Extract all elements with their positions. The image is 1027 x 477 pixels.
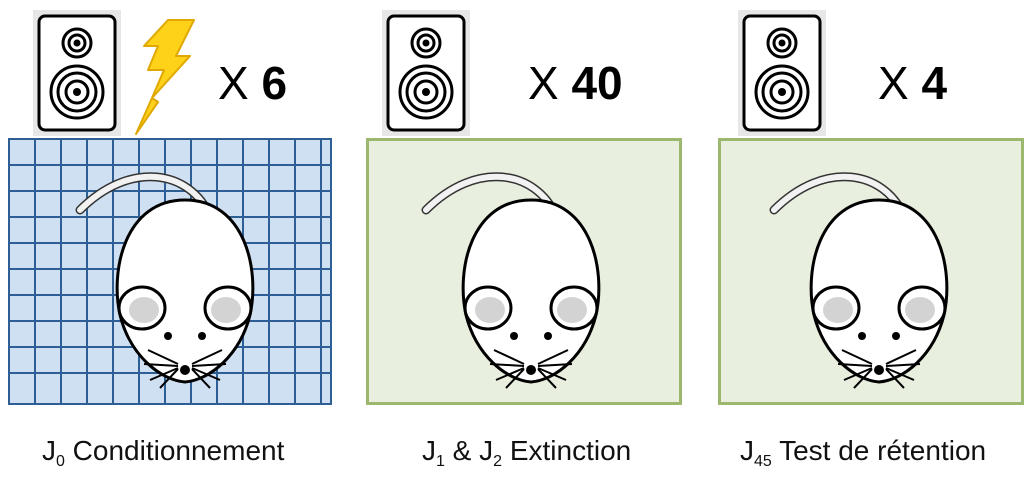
caption-day45: J45 Test de rétention — [740, 435, 986, 471]
repetition-count: X 6 — [218, 56, 287, 110]
speaker-icon — [382, 10, 470, 136]
panel-extinction: X 40 J1 & J2 Extinction — [350, 0, 690, 477]
speaker-icon — [33, 10, 121, 136]
repetition-count: X 4 — [878, 56, 947, 110]
speaker-icon — [738, 10, 826, 136]
caption-day1-2: J1 & J2 Extinction — [422, 435, 631, 471]
plain-cage — [718, 138, 1024, 405]
repetition-count: X 40 — [528, 56, 623, 110]
grid-cage — [8, 138, 332, 405]
caption-day0: J0 Conditionnement — [42, 435, 284, 471]
panel-conditioning: X 6 — [0, 0, 340, 477]
plain-cage — [366, 138, 682, 405]
lightning-bolt-icon — [130, 18, 200, 136]
panel-retention-test: X 4 J45 Test de rétention — [700, 0, 1027, 477]
